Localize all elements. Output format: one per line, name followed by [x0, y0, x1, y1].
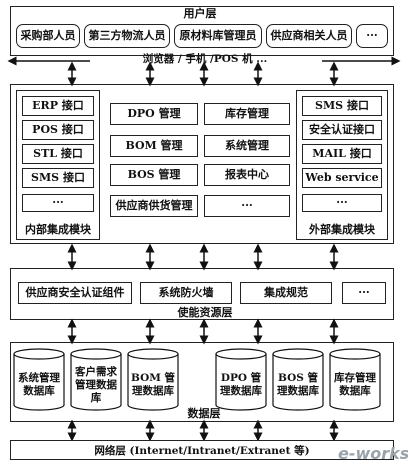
user-layer-title: 用户层 — [183, 7, 217, 20]
access-devices-label: 浏览器 / 手机 /POS 机 ... — [142, 53, 268, 65]
core-bos: BOS 管理 — [110, 164, 198, 186]
external-item-auth: 安全认证接口 — [302, 120, 382, 140]
internal-item-sms: SMS 接口 — [22, 168, 94, 188]
db-customer-demand: 客户需求管理数据库 — [75, 366, 117, 404]
user-box-purchasing: 采购部人员 — [16, 24, 80, 48]
user-box-more: ··· — [356, 24, 388, 48]
core-more: ··· — [204, 195, 290, 217]
arrows-app-to-enabling — [67, 243, 339, 271]
internal-item-more: ··· — [22, 194, 94, 212]
core-dpo: DPO 管理 — [110, 103, 198, 125]
db-inventory: 库存管理数据库 — [334, 372, 376, 397]
enabling-more: ··· — [342, 282, 386, 304]
enabling-layer-title: 使能资源层 — [177, 306, 233, 319]
core-inventory: 库存管理 — [204, 103, 290, 125]
user-box-logistics: 第三方物流人员 — [84, 24, 170, 48]
external-item-sms: SMS 接口 — [302, 96, 382, 116]
db-cylinders — [13, 348, 381, 411]
external-integration-title: 外部集成模块 — [309, 223, 375, 236]
db-system: 系统管理数据库 — [18, 372, 60, 397]
external-item-mail: MAIL 接口 — [302, 144, 382, 164]
internal-integration-title: 内部集成模块 — [25, 223, 91, 236]
arrows-user-to-app — [67, 61, 339, 87]
user-box-material-manager: 原材料库管理员 — [174, 24, 262, 48]
external-item-more: ··· — [302, 194, 382, 212]
data-layer-title: 数据层 — [187, 407, 221, 420]
db-bos: BOS 管理数据库 — [277, 372, 319, 397]
core-supplier-delivery: 供应商供货管理 — [110, 195, 198, 217]
enabling-firewall: 系统防火墙 — [140, 282, 232, 304]
arrows-enabling-to-data — [67, 318, 339, 345]
db-dpo: DPO 管理数据库 — [220, 372, 262, 397]
e-works-watermark: e-works — [338, 444, 408, 463]
arrows-data-to-network — [67, 419, 339, 442]
core-system: 系统管理 — [204, 135, 290, 157]
core-bom: BOM 管理 — [110, 135, 198, 157]
db-bom: BOM 管理数据库 — [131, 372, 175, 397]
enabling-auth-component: 供应商安全认证组件 — [18, 282, 132, 304]
core-reports: 报表中心 — [204, 164, 290, 186]
internal-item-stl: STL 接口 — [22, 144, 94, 164]
enabling-integration-spec: 集成规范 — [240, 282, 332, 304]
network-layer-bar: 网络层 (Internet/Intranet/Extranet 等) — [10, 440, 394, 460]
external-item-webservice: Web service — [302, 168, 382, 188]
user-box-supplier: 供应商相关人员 — [266, 24, 352, 48]
internal-item-erp: ERP 接口 — [22, 96, 94, 116]
internal-item-pos: POS 接口 — [22, 120, 94, 140]
